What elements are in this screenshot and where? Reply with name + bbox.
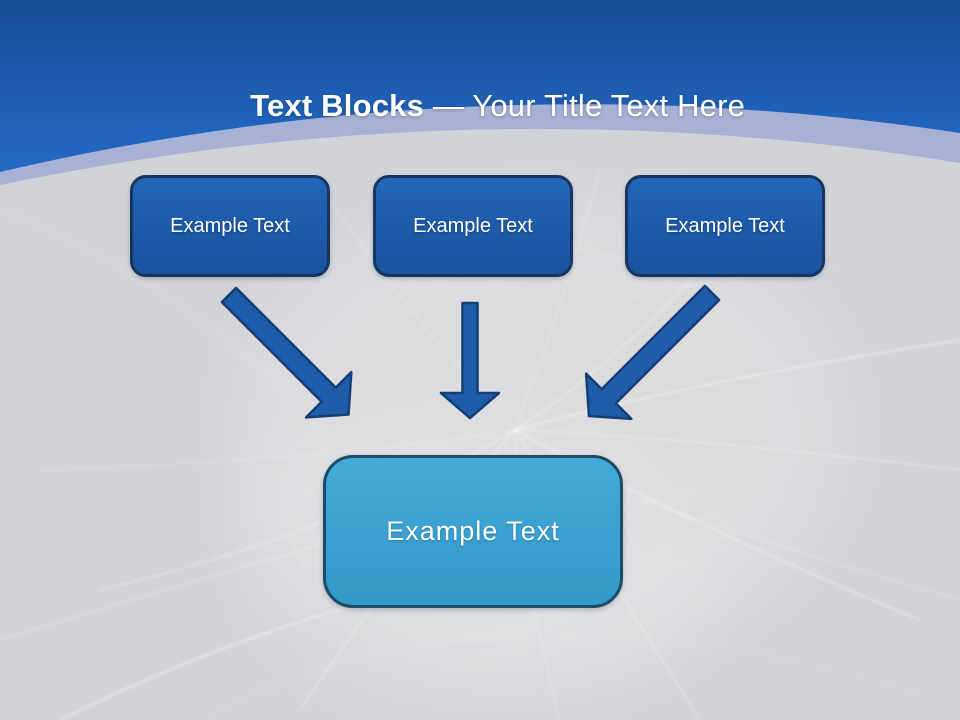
text-block-label: Example Text	[665, 214, 785, 237]
title-rest: — Your Title Text Here	[424, 88, 746, 123]
text-block-label: Example Text	[170, 214, 290, 237]
target-block-label: Example Text	[386, 516, 560, 546]
text-block-label: Example Text	[413, 214, 533, 237]
slide-title: Text Blocks — Your Title Text Here	[0, 52, 960, 160]
text-block-1: Example Text	[130, 175, 330, 277]
title-emphasis: Text Blocks	[250, 88, 425, 123]
target-block: Example Text	[323, 455, 623, 608]
text-block-3: Example Text	[625, 175, 825, 277]
text-block-2: Example Text	[373, 175, 573, 277]
